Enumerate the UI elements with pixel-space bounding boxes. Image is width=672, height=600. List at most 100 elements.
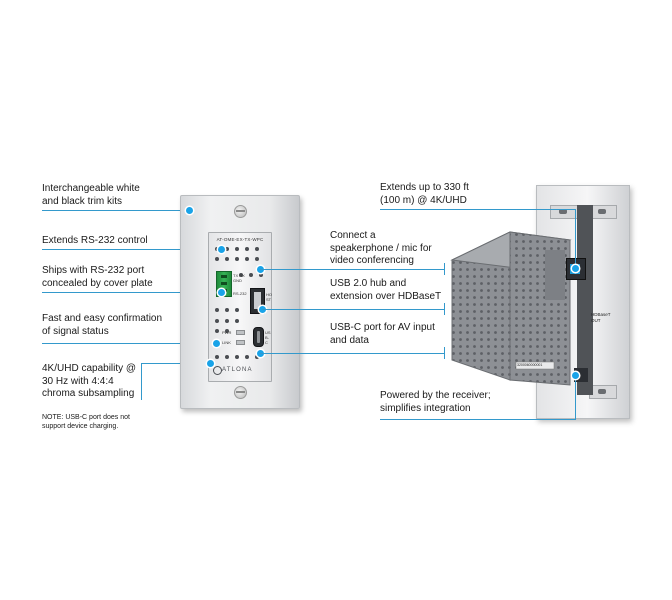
tab-hole [598, 209, 606, 214]
leader-line-end-tick [444, 303, 445, 315]
caption-trim-kits: Interchangeable white and black trim kit… [42, 183, 140, 208]
callout-dot [572, 265, 579, 272]
usb-c-port[interactable] [253, 327, 264, 347]
vent-hole [249, 273, 253, 277]
caption-line: Powered by the receiver; [380, 390, 491, 401]
leader-line-end-tick [444, 347, 445, 359]
vent-hole [215, 257, 219, 261]
note-line: support device charging. [42, 423, 119, 430]
vent-hole [225, 319, 229, 323]
vent-hole [245, 355, 249, 359]
vent-hole [225, 247, 229, 251]
caption-line: Extends up to 330 ft [380, 182, 469, 193]
mounting-tab [589, 205, 617, 219]
hdbaset-label: HDBaseT OUT [591, 312, 611, 323]
vent-hole [215, 308, 219, 312]
screw-icon [234, 386, 247, 399]
rear-bracket [577, 205, 593, 395]
vent-hole [239, 273, 243, 277]
callout-dot [218, 246, 225, 253]
caption-line: 4K/UHD capability @ [42, 363, 137, 374]
caption-uhd: 4K/UHD capability @ 30 Hz with 4:4:4 chr… [42, 363, 136, 401]
leader-line-speakerphone [260, 269, 445, 270]
port-recess [545, 250, 565, 300]
caption-line: (100 m) @ 4K/UHD [380, 194, 467, 206]
caption-line: of signal status [42, 325, 109, 337]
serial-sticker [515, 361, 555, 370]
brand-name: ATLONA [222, 367, 253, 373]
rear-enclosure [450, 231, 572, 386]
vent-hole [259, 273, 263, 277]
caption-line: and data [330, 334, 369, 346]
vent-hole [255, 355, 259, 359]
hdbaset-label-line: HDBaseT [591, 312, 611, 317]
vent-hole [235, 355, 239, 359]
hdbaset-label-line: OUT [591, 317, 601, 323]
caption-rs232-control: Extends RS-232 control [42, 235, 148, 248]
callout-dot [572, 372, 579, 379]
usb-host-label: HOST [266, 292, 272, 302]
rs232-label: RS-232 [233, 291, 247, 296]
pwr-led-label: PWR [222, 330, 232, 335]
vent-hole [225, 257, 229, 261]
leader-line-usb-hub [262, 309, 445, 310]
leader-line-uhd [141, 363, 211, 364]
caption-rs232-port: Ships with RS-232 port concealed by cove… [42, 265, 153, 290]
link-led-label: LINK [222, 340, 231, 345]
vent-hole [235, 257, 239, 261]
caption-extends-range: Extends up to 330 ft (100 m) @ 4K/UHD [380, 182, 469, 207]
callout-dot [207, 360, 214, 367]
caption-line: Interchangeable white [42, 183, 140, 194]
leader-line-powered-vertical [575, 379, 576, 419]
caption-line: 30 Hz with 4:4:4 [42, 375, 114, 387]
vent-hole [245, 247, 249, 251]
caption-speakerphone: Connect a speakerphone / mic for video c… [330, 230, 432, 268]
pwr-led [236, 330, 245, 335]
usb-c-label: USB-C [265, 330, 271, 345]
leader-line-signal [42, 343, 217, 344]
caption-line: video conferencing [330, 255, 414, 266]
vent-hole [225, 308, 229, 312]
caption-line: concealed by cover plate [42, 277, 153, 289]
leader-line-usb-c [260, 353, 445, 354]
caption-line: extension over HDBaseT [330, 290, 442, 302]
vent-hole [245, 257, 249, 261]
vent-hole [215, 319, 219, 323]
vent-hole [255, 247, 259, 251]
caption-line: and black trim kits [42, 195, 123, 207]
leader-line-range-vertical [575, 209, 576, 265]
caption-line: speakerphone / mic for [330, 242, 432, 254]
vent-hole [235, 247, 239, 251]
terminal-slot [221, 282, 227, 285]
caption-line: Ships with RS-232 port [42, 265, 145, 276]
caption-line: Connect a [330, 230, 376, 241]
caption-powered: Powered by the receiver; simplifies inte… [380, 390, 491, 415]
usbc-note: NOTE: USB-C port does not support device… [42, 413, 130, 431]
caption-line: Fast and easy confirmation [42, 313, 163, 324]
vent-hole [235, 308, 239, 312]
vent-hole [225, 355, 229, 359]
terminal-slot [221, 275, 227, 278]
caption-line: USB 2.0 hub and [330, 278, 407, 289]
link-led [236, 340, 245, 345]
power-port [574, 368, 588, 382]
leader-line-powered [380, 419, 576, 420]
vent-hole [215, 329, 219, 333]
caption-line: simplifies integration [380, 402, 471, 414]
leader-line-uhd-vertical [141, 363, 142, 400]
mounting-tab [550, 205, 578, 219]
caption-line: Extends RS-232 control [42, 235, 148, 246]
tab-hole [598, 389, 606, 394]
caption-signal-status: Fast and easy confirmation of signal sta… [42, 313, 162, 338]
model-number: AT-OME-EX-TX-WPC [216, 237, 264, 242]
callout-dot [218, 289, 225, 296]
leader-line-rs232-control [42, 249, 222, 250]
mounting-tab [589, 385, 617, 399]
callout-dot [213, 340, 220, 347]
caption-line: USB-C port for AV input [330, 322, 435, 333]
atlona-logo-icon [213, 366, 222, 375]
screw-icon [234, 205, 247, 218]
note-line: NOTE: USB-C port does not [42, 414, 130, 421]
leader-line-range [380, 209, 575, 210]
leader-line-rs232-port [42, 292, 222, 293]
